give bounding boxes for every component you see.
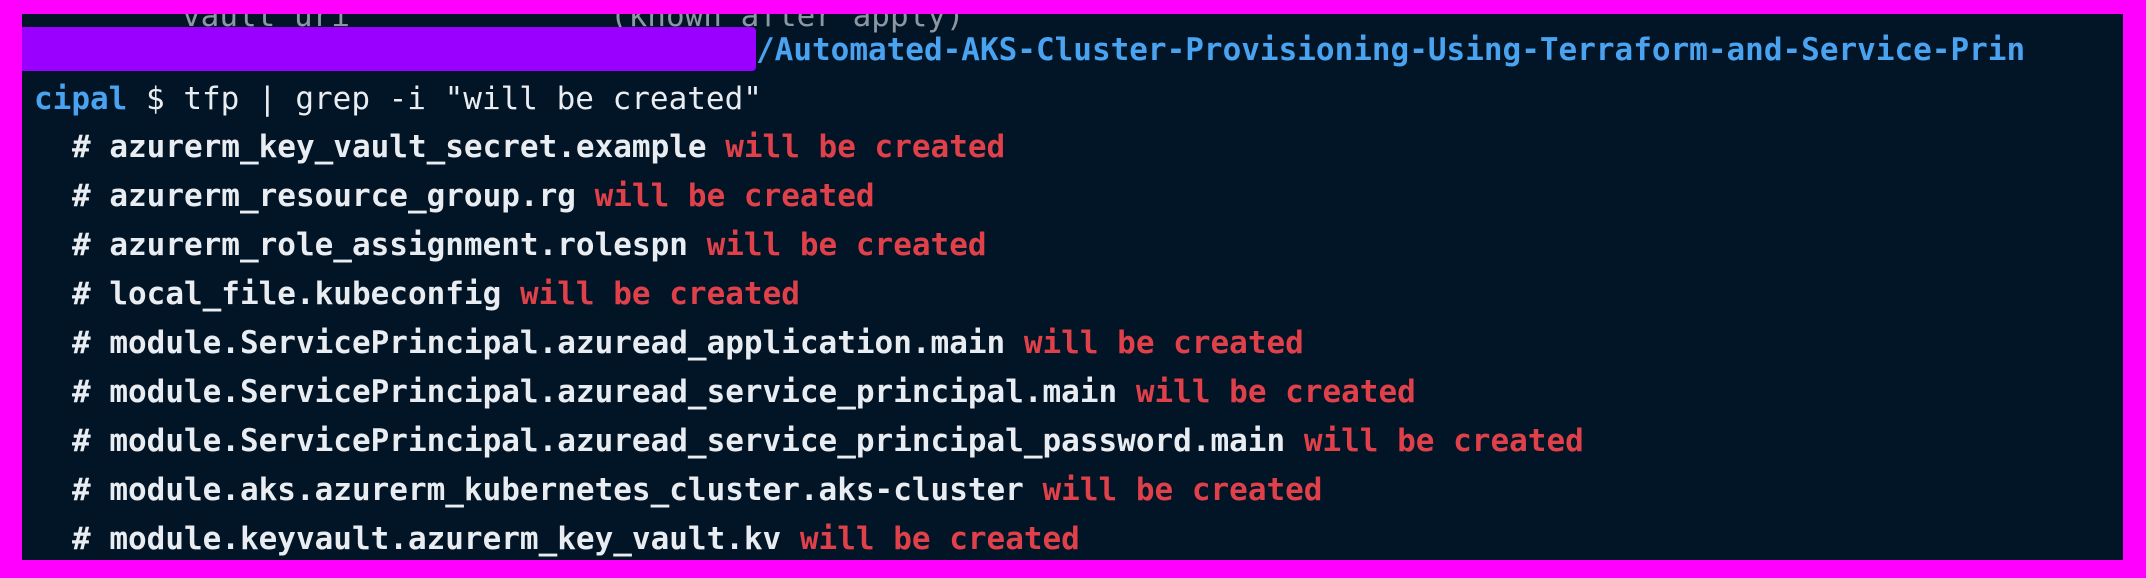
status-text: will be created [725, 129, 1006, 165]
status-text: will be created [1135, 374, 1416, 410]
resource-address: azurerm_role_assignment.rolespn [109, 227, 688, 263]
resource-address: module.aks.azurerm_kubernetes_cluster.ak… [109, 472, 1024, 508]
terminal-window[interactable]: vault_uri(known after apply) /Automated-… [22, 14, 2123, 560]
comment-hash: # [72, 227, 110, 263]
output-line: # azurerm_role_assignment.rolespn will b… [72, 225, 987, 265]
status-text: will be created [1042, 472, 1323, 508]
cwd-path-tail: cipal [34, 81, 128, 117]
comment-hash: # [72, 374, 110, 410]
status-text: will be created [799, 521, 1080, 557]
command-text: tfp | grep -i "will be created" [183, 81, 762, 117]
status-text: will be created [519, 276, 800, 312]
prompt-line: cipal $ tfp | grep -i "will be created" [34, 79, 762, 119]
output-line: # local_file.kubeconfig will be created [72, 274, 800, 314]
resource-address: module.ServicePrincipal.azuread_service_… [109, 374, 1118, 410]
output-line: # module.aks.azurerm_kubernetes_cluster.… [72, 470, 1322, 510]
output-line: # module.ServicePrincipal.azuread_applic… [72, 323, 1304, 363]
comment-hash: # [72, 521, 110, 557]
comment-hash: # [72, 178, 110, 214]
resource-address: module.ServicePrincipal.azuread_applicat… [109, 325, 1006, 361]
output-line: # azurerm_key_vault_secret.example will … [72, 127, 1005, 167]
prompt-symbol: $ [146, 81, 165, 117]
status-text: will be created [1303, 423, 1584, 459]
output-line: # module.ServicePrincipal.azuread_servic… [72, 421, 1584, 461]
status-text: will be created [594, 178, 875, 214]
resource-address: module.keyvault.azurerm_key_vault.kv [109, 521, 782, 557]
output-line: # azurerm_resource_group.rg will be crea… [72, 176, 875, 216]
comment-hash: # [72, 129, 110, 165]
comment-hash: # [72, 276, 110, 312]
comment-hash: # [72, 325, 110, 361]
resource-address: module.ServicePrincipal.azuread_service_… [109, 423, 1286, 459]
comment-hash: # [72, 423, 110, 459]
resource-address: azurerm_key_vault_secret.example [109, 129, 707, 165]
output-line: # module.keyvault.azurerm_key_vault.kv w… [72, 519, 1080, 559]
redacted-path-block [22, 27, 756, 71]
resource-address: local_file.kubeconfig [109, 276, 502, 312]
status-text: will be created [706, 227, 987, 263]
cwd-path: /Automated-AKS-Cluster-Provisioning-Usin… [756, 32, 2026, 68]
output-line: # module.ServicePrincipal.azuread_servic… [72, 372, 1416, 412]
comment-hash: # [72, 472, 110, 508]
status-text: will be created [1023, 325, 1304, 361]
resource-address: azurerm_resource_group.rg [109, 178, 576, 214]
